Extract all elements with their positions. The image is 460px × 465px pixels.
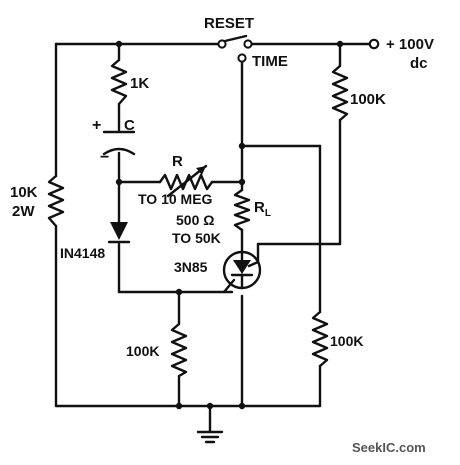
junction-dot <box>238 402 246 410</box>
diode-triangle <box>110 222 128 240</box>
junction-dot <box>175 402 183 410</box>
r-bottom-right-label: 100K <box>330 333 363 349</box>
junction-dots <box>115 40 344 410</box>
resistor-100k-right-top <box>331 64 349 122</box>
switch-contact <box>243 39 253 49</box>
rl-max-label: TO 50K <box>172 230 221 246</box>
switch-blade <box>223 34 248 43</box>
rl-subscript: L <box>265 208 271 219</box>
rl-name-label: RL <box>254 199 271 219</box>
reset-time-switch <box>217 34 253 63</box>
arrow-head <box>196 166 206 175</box>
scr-anode-gate <box>247 260 260 268</box>
scr-triangle <box>233 260 251 274</box>
time-label: TIME <box>252 53 288 70</box>
junction-dot <box>206 402 214 410</box>
resistor-10k-2w <box>47 174 65 228</box>
rl-min-label: 500 Ω <box>176 212 214 228</box>
junction-dot <box>115 178 123 186</box>
scr-3n85 <box>222 250 262 294</box>
cap-minus-label: − <box>100 149 109 166</box>
rl-name: R <box>254 199 265 216</box>
r-var-name-label: R <box>172 153 183 170</box>
r-right-top-label: 100K <box>350 91 386 108</box>
junction-dot <box>238 178 246 186</box>
switch-contact <box>217 39 227 49</box>
r-top-label: 1K <box>130 75 149 92</box>
r-left-value-label: 10K <box>10 184 38 201</box>
r-left-power-label: 2W <box>12 203 35 220</box>
watermark: SeekIC.com <box>352 440 426 455</box>
junction-dot <box>115 40 123 48</box>
r-var-range-label: TO 10 MEG <box>138 191 213 207</box>
supply-value-label: + 100V <box>386 36 434 53</box>
capacitor-c <box>102 130 136 156</box>
diode-label: IN4148 <box>60 245 105 261</box>
resistor-100k-bottom-mid <box>170 322 188 378</box>
resistor-1k <box>110 58 128 106</box>
scr-label: 3N85 <box>174 259 208 275</box>
junction-dot <box>238 142 246 150</box>
variable-resistor-r <box>158 164 214 198</box>
supply-unit-label: dc <box>410 55 428 72</box>
cap-plus-label: + <box>92 117 101 134</box>
supply-terminal <box>368 38 380 50</box>
diode-in4148 <box>107 222 131 244</box>
reset-label: RESET <box>204 15 254 32</box>
resistor-100k-bottom-right <box>311 310 329 368</box>
junction-dot <box>175 288 183 296</box>
resistor-rl <box>233 188 251 232</box>
scr-cathode-gate <box>222 278 236 294</box>
capacitor-plate-bottom <box>102 147 136 156</box>
junction-dot <box>336 40 344 48</box>
cap-name-label: C <box>124 117 135 134</box>
ground-symbol <box>196 430 224 444</box>
r-bottom-mid-label: 100K <box>126 343 159 359</box>
time-contact <box>237 53 247 63</box>
